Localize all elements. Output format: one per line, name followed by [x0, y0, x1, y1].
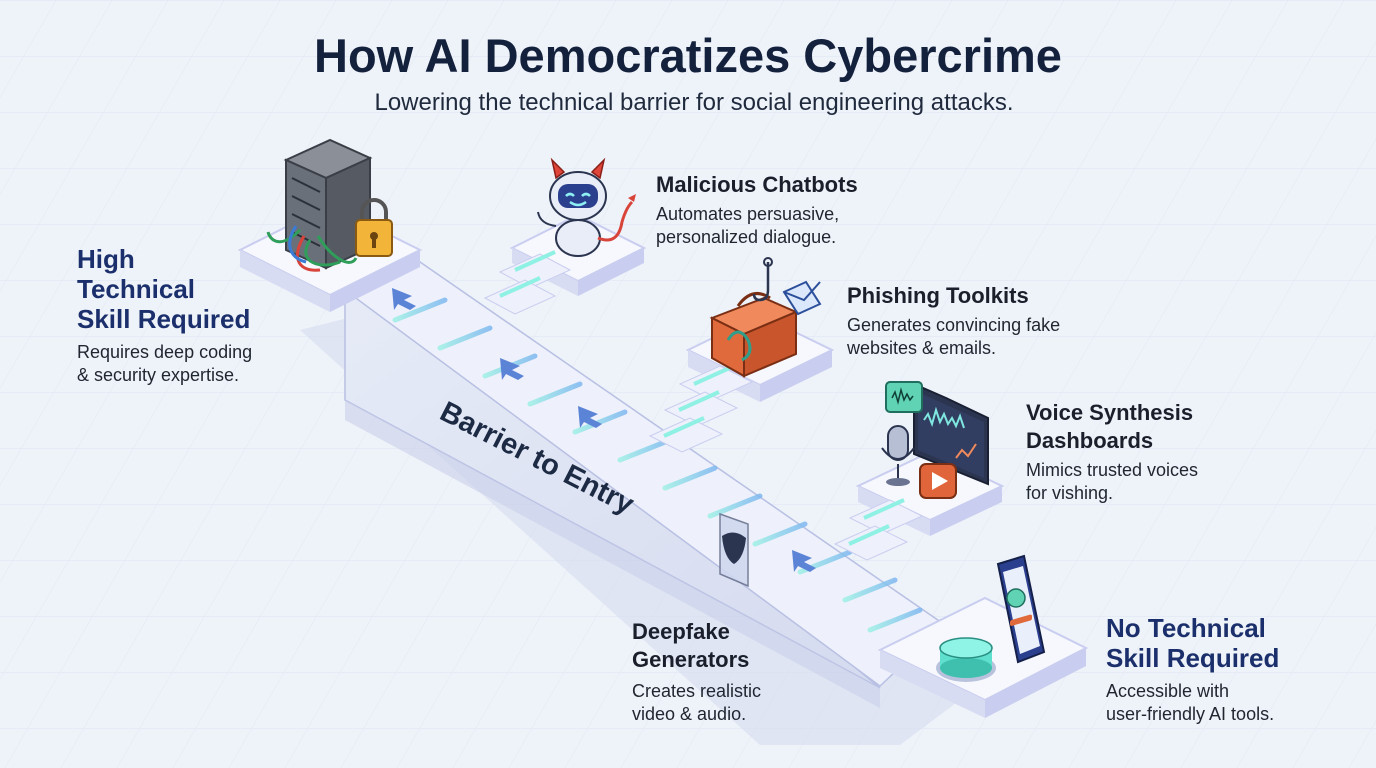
ramp-arrows [392, 288, 816, 572]
deepfake-desc1: Creates realistic [632, 681, 761, 701]
chat-bubble-icon [885, 381, 923, 413]
voice-desc2: for vishing. [1026, 483, 1113, 503]
no-skill-desc1: Accessible with [1106, 681, 1229, 701]
high-skill-line1: High [77, 244, 135, 274]
deepfake-title1: Deepfake [632, 619, 730, 644]
voice-steps [833, 498, 924, 561]
deepfake-title2: Generators [632, 647, 749, 672]
high-skill-desc1: Requires deep coding [77, 342, 252, 362]
high-skill-line3: Skill Required [77, 304, 250, 334]
video-play-icon [919, 463, 957, 499]
voice-desc1: Mimics trusted voices [1026, 460, 1198, 480]
page-subtitle: Lowering the technical barrier for socia… [374, 89, 1013, 116]
no-skill-line1: No Technical [1106, 613, 1266, 643]
no-skill-line2: Skill Required [1106, 643, 1279, 673]
robot-devil-icon [537, 157, 636, 257]
microphone-icon [881, 425, 915, 486]
deepfake-mask-icon [719, 512, 749, 588]
high-skill-line2: Technical [77, 274, 195, 304]
high-skill-desc2: & security expertise. [77, 365, 239, 385]
push-button-icon [936, 637, 996, 682]
phishing-desc1: Generates convincing fake [847, 315, 1060, 335]
deepfake-desc2: video & audio. [632, 704, 746, 724]
envelope-icon [782, 280, 822, 316]
server-rack-icon [266, 138, 373, 272]
fishing-hook-icon [752, 257, 773, 302]
padlock-icon [355, 198, 393, 257]
ramp-wall-front [345, 300, 880, 708]
no-skill-desc2: user-friendly AI tools. [1106, 704, 1274, 724]
phishing-steps [648, 364, 754, 453]
phishing-title: Phishing Toolkits [847, 283, 1029, 308]
phishing-desc2: websites & emails. [846, 338, 996, 358]
audio-dashboard-icon [913, 382, 989, 486]
chatbot-steps [483, 250, 572, 315]
voice-title1: Voice Synthesis [1026, 400, 1193, 425]
chatbots-desc1: Automates persuasive, [656, 204, 839, 224]
voice-title2: Dashboards [1026, 428, 1153, 453]
page-title: How AI Democratizes Cybercrime [314, 29, 1062, 82]
smartphone-icon [996, 554, 1046, 664]
toolbox-icon [709, 292, 799, 378]
chatbots-title: Malicious Chatbots [656, 172, 858, 197]
chatbots-desc2: personalized dialogue. [656, 227, 836, 247]
